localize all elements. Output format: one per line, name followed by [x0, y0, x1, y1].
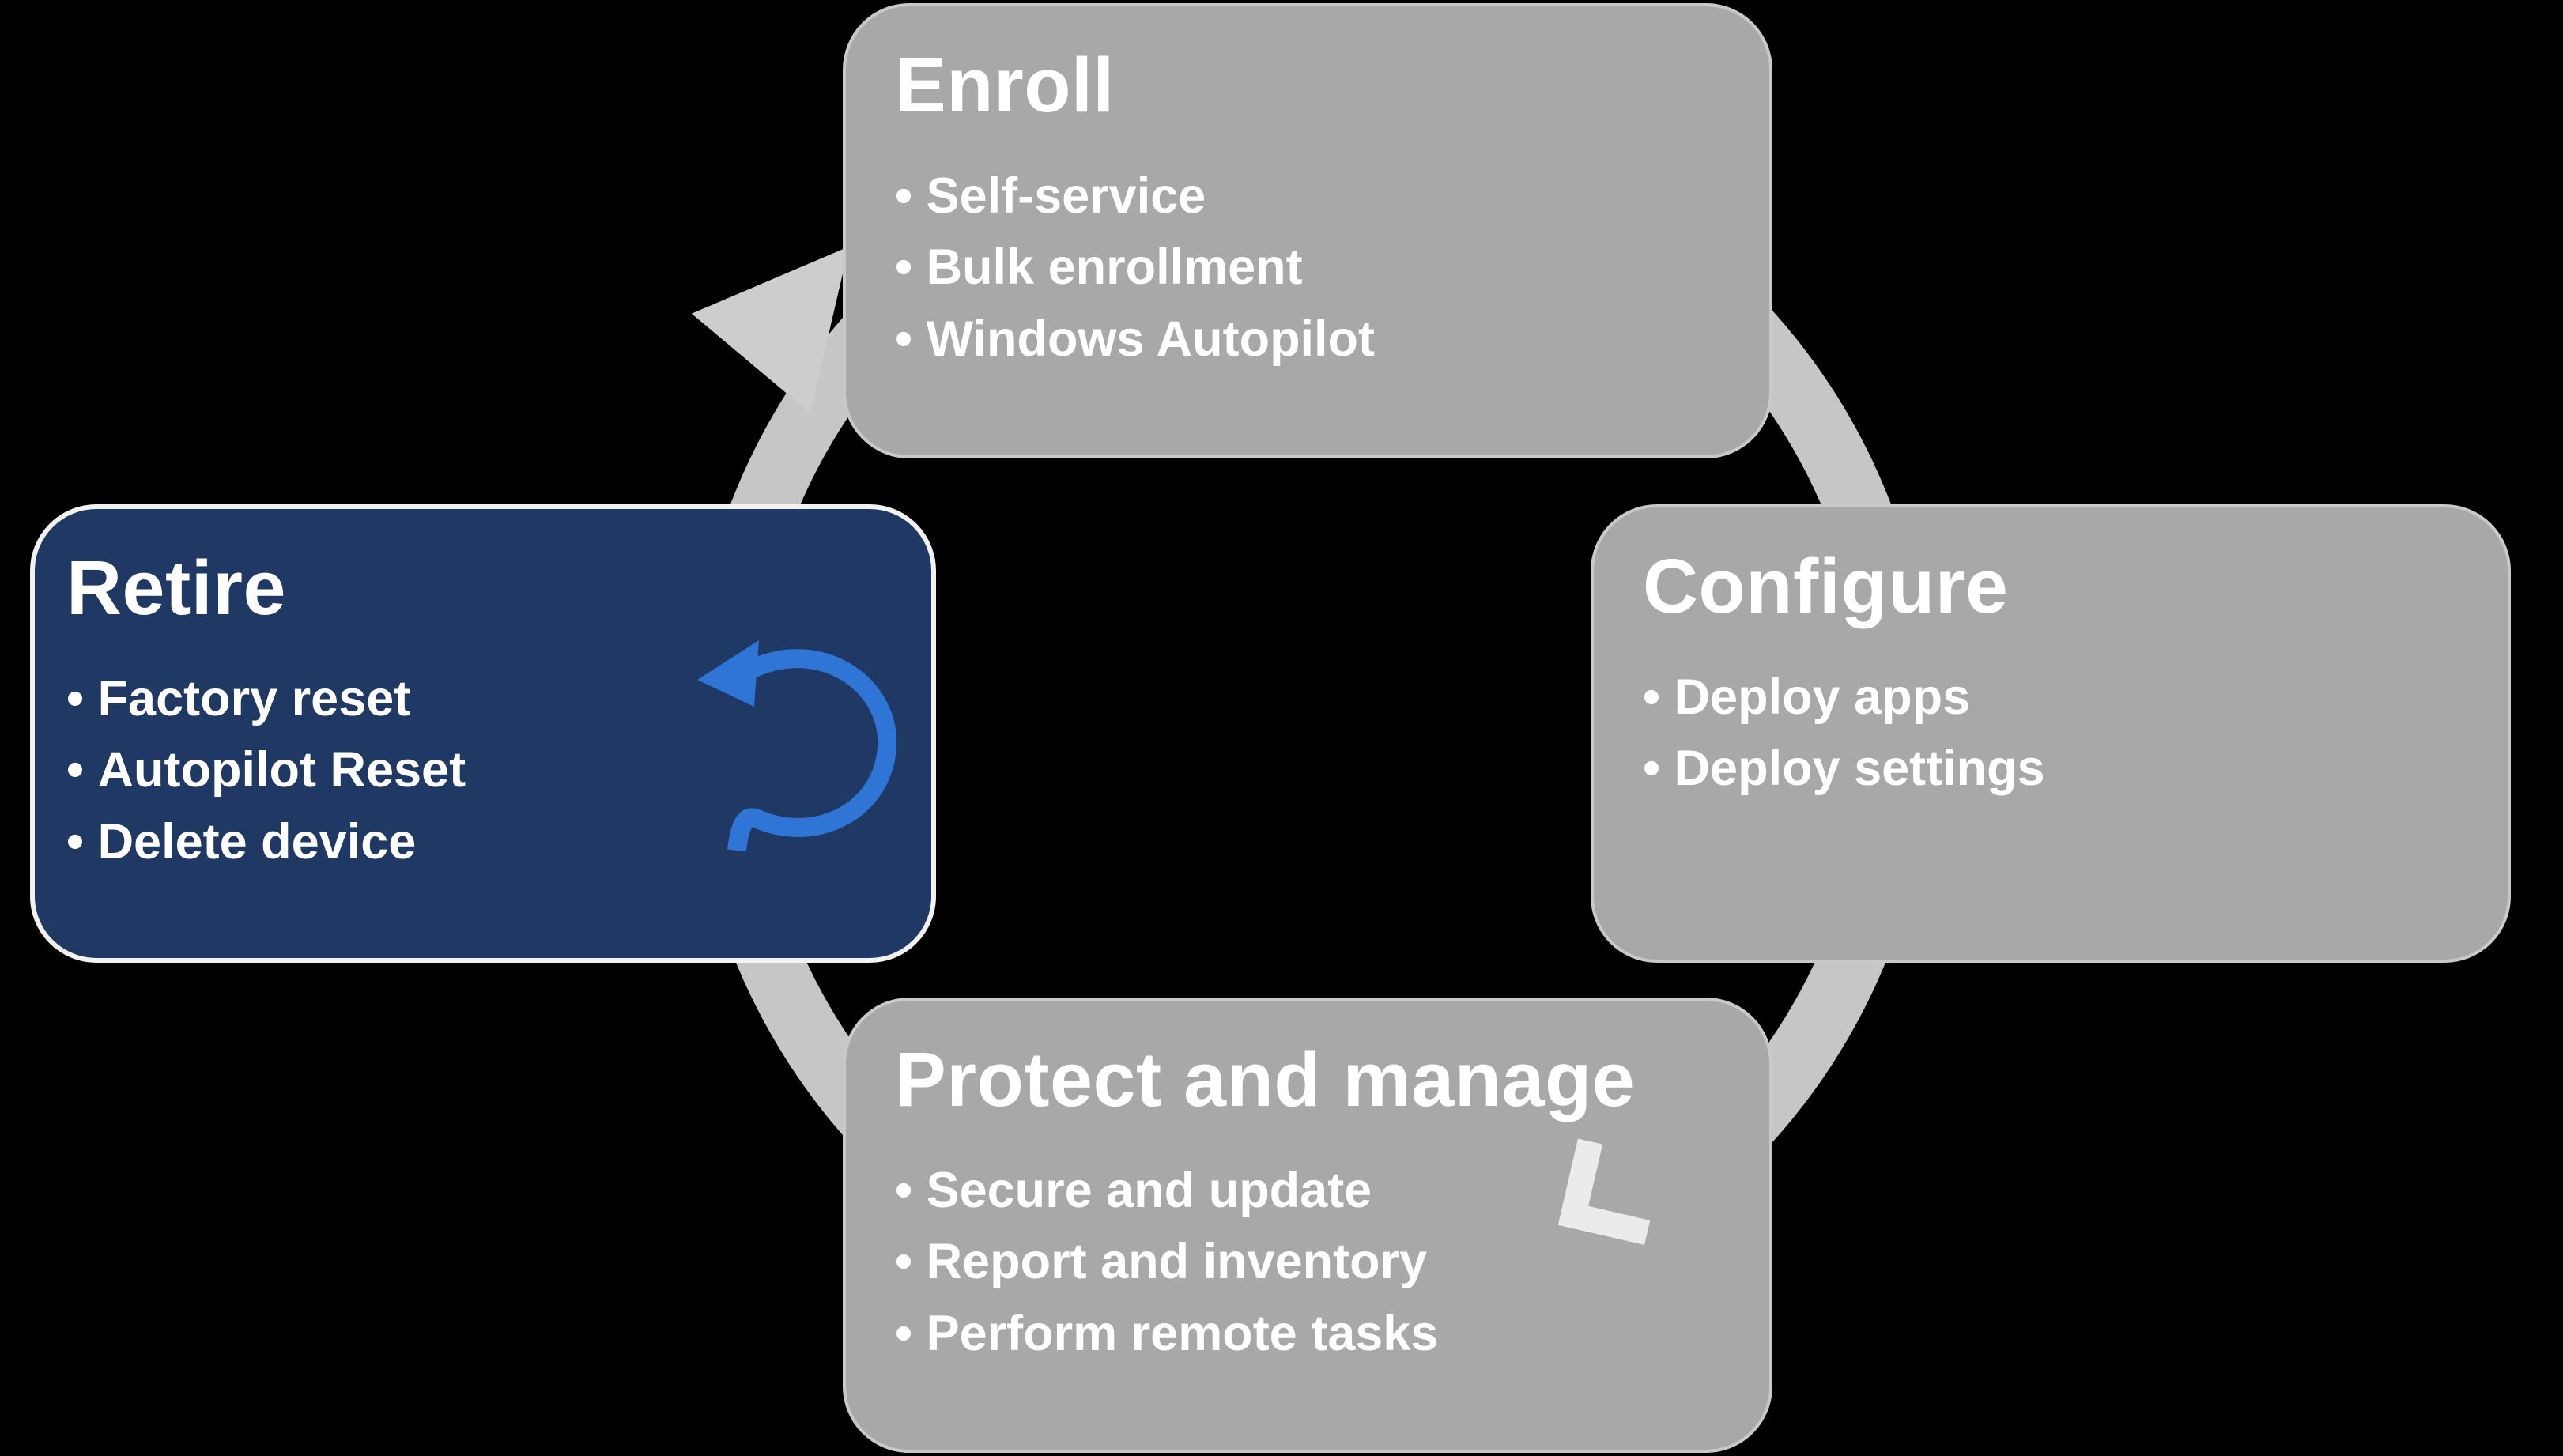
retire-title: Retire: [66, 545, 286, 631]
enroll-title: Enroll: [895, 42, 1115, 128]
enroll-bullet-list: Self-service Bulk enrollment Windows Aut…: [895, 160, 1720, 375]
bullet-item: Report and inventory: [895, 1226, 1720, 1298]
bullet-item: Bulk enrollment: [895, 232, 1720, 304]
configure-title: Configure: [1643, 543, 2009, 629]
bullet-item: Delete device: [66, 806, 882, 878]
bullet-item: Self-service: [895, 160, 1720, 232]
protect-and-manage-box: Protect and manage Secure and update Rep…: [843, 998, 1772, 1453]
configure-bullet-list: Deploy apps Deploy settings: [1643, 662, 2459, 805]
undo-reset-arrow-icon: [697, 640, 897, 852]
retire-box: Retire Factory reset Autopilot Reset Del…: [30, 504, 936, 963]
cycle-arrowhead-icon: [691, 246, 849, 413]
bullet-item: Factory reset: [66, 663, 882, 735]
bullet-item: Secure and update: [895, 1155, 1720, 1227]
protect-and-manage-title: Protect and manage: [895, 1036, 1636, 1122]
retire-bullet-list: Factory reset Autopilot Reset Delete dev…: [66, 663, 882, 878]
bullet-item: Windows Autopilot: [895, 304, 1720, 375]
bullet-item: Perform remote tasks: [895, 1298, 1720, 1370]
bullet-item: Deploy apps: [1643, 662, 2459, 734]
protect-bullet-list: Secure and update Report and inventory P…: [895, 1155, 1720, 1370]
enroll-box: Enroll Self-service Bulk enrollment Wind…: [843, 3, 1772, 458]
bullet-item: Deploy settings: [1643, 733, 2459, 805]
configure-box: Configure Deploy apps Deploy settings: [1591, 504, 2511, 963]
bullet-item: Autopilot Reset: [66, 734, 882, 806]
